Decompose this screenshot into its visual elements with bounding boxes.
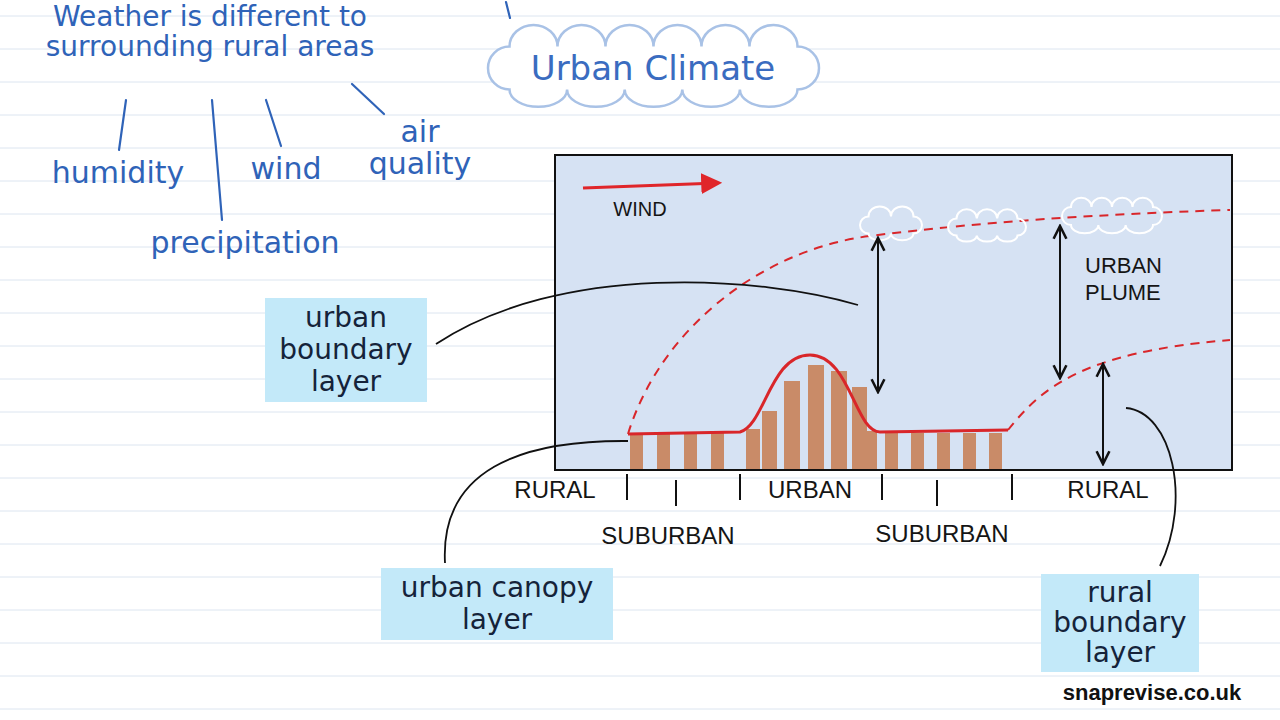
zone-tick	[675, 480, 677, 506]
zone-label: RURAL	[1058, 476, 1158, 504]
diagram-panel	[555, 155, 1232, 470]
height-arrow	[1102, 364, 1104, 464]
zone-label: SUBURBAN	[867, 520, 1017, 548]
height-arrows	[878, 226, 1103, 464]
building	[762, 411, 777, 469]
highlight-label: rural boundary layer	[1041, 574, 1199, 672]
rural-boundary-line	[1008, 340, 1230, 430]
zone-label: SUBURBAN	[593, 522, 743, 550]
branch-line	[352, 84, 384, 114]
note-text: wind	[236, 152, 336, 186]
cloud	[1062, 198, 1162, 233]
buildings	[630, 365, 1002, 469]
building	[808, 365, 824, 469]
building	[885, 433, 898, 469]
paper-rule	[0, 709, 1280, 710]
branch-line	[119, 100, 126, 150]
clouds	[860, 198, 1162, 242]
building	[746, 429, 760, 469]
title-text: Urban Climate	[531, 48, 775, 88]
title-cloud: Urban Climate	[485, 22, 822, 114]
cloud-shape	[488, 25, 819, 107]
leader-lines	[436, 282, 1176, 566]
note-text: humidity	[33, 156, 203, 190]
diagram-label: WIND	[595, 197, 685, 221]
building	[831, 371, 847, 469]
building	[711, 433, 724, 469]
paper-rule	[0, 511, 1280, 512]
branch-line	[506, 2, 510, 18]
zone-tick	[936, 480, 938, 506]
label-text: urban boundary layer	[271, 302, 421, 398]
zone-ticks	[627, 474, 1012, 506]
height-arrow	[1059, 226, 1061, 378]
leader-line	[445, 441, 628, 563]
watermark: snaprevise.co.uk	[1037, 680, 1267, 706]
cloud	[860, 206, 922, 240]
building	[657, 433, 670, 469]
building	[867, 431, 877, 469]
zone-label: URBAN	[755, 476, 865, 504]
diagram-label: URBAN PLUME	[1085, 252, 1195, 306]
cloud	[948, 209, 1026, 241]
label-text: urban canopy layer	[387, 572, 607, 636]
wind-arrow	[583, 183, 718, 188]
height-arrow	[877, 238, 879, 392]
paper-rule	[0, 148, 1280, 149]
note-text: precipitation	[120, 226, 370, 260]
note-text: Weather is different to surrounding rura…	[35, 2, 385, 62]
zone-tick	[739, 474, 741, 500]
building	[630, 433, 643, 469]
note-text: air quality	[353, 116, 488, 180]
leader-line	[436, 282, 858, 344]
urban-boundary-line	[628, 210, 1230, 434]
zone-tick	[881, 474, 883, 500]
zone-tick	[1011, 474, 1013, 500]
highlight-label: urban canopy layer	[381, 568, 613, 640]
branch-line	[266, 100, 281, 146]
label-text: rural boundary layer	[1047, 578, 1193, 668]
building	[937, 433, 950, 469]
building	[784, 381, 800, 469]
zone-label: RURAL	[505, 476, 605, 504]
building	[989, 433, 1002, 469]
building	[963, 433, 976, 469]
building	[684, 433, 697, 469]
paper-rule	[0, 676, 1280, 677]
highlight-label: urban boundary layer	[265, 298, 427, 402]
building	[911, 433, 924, 469]
zone-tick	[626, 474, 628, 500]
paper-rule	[0, 115, 1280, 116]
branch-line	[212, 100, 222, 220]
urban-canopy-line	[628, 355, 1008, 434]
